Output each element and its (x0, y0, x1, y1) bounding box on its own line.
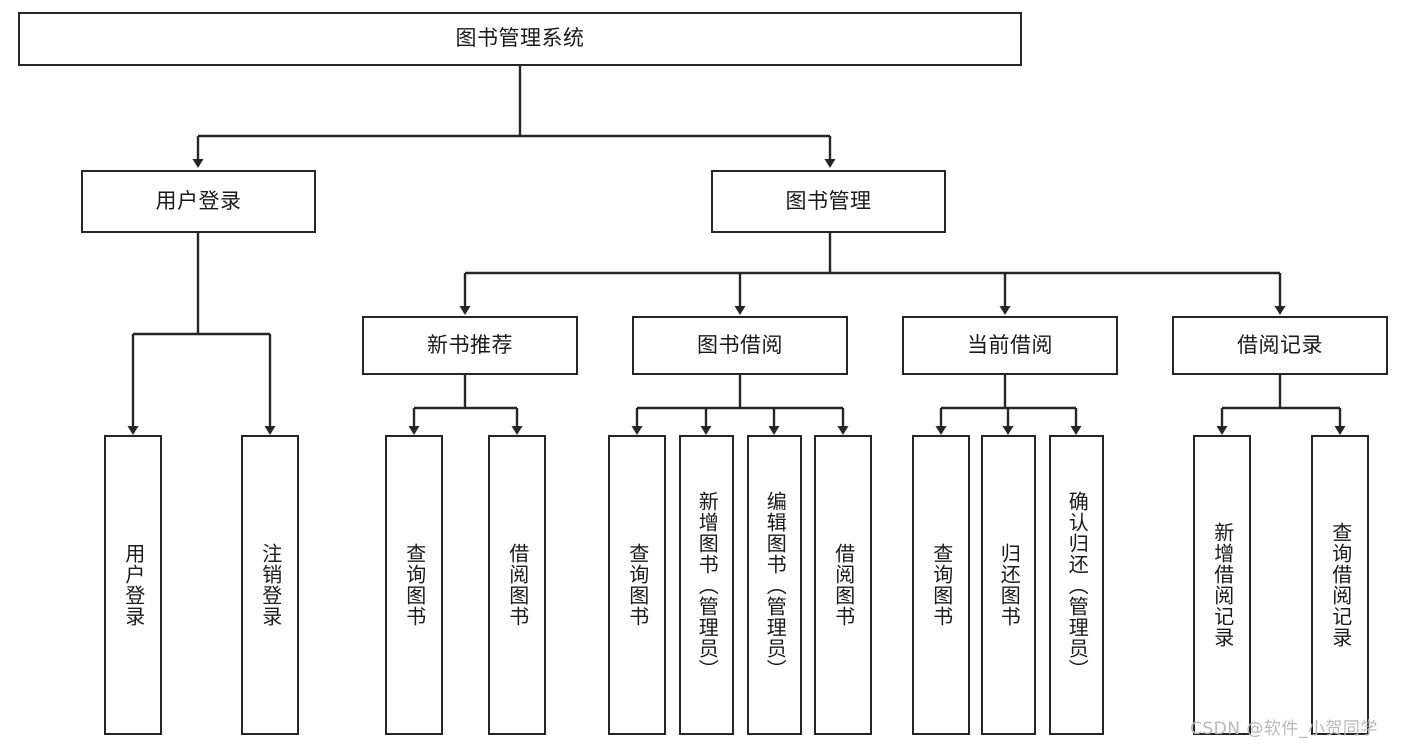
node-label: 图书管理系统 (455, 26, 585, 51)
leaf-add-borrow-record[interactable]: 新增借阅记录 (1193, 435, 1251, 735)
node-root-book-management-system[interactable]: 图书管理系统 (18, 12, 1022, 66)
node-current-borrow[interactable]: 当前借阅 (902, 316, 1118, 375)
node-label: 图书管理 (785, 188, 872, 213)
node-new-book-recommend[interactable]: 新书推荐 (362, 316, 578, 375)
leaf-query-book-new-recommend[interactable]: 查询图书 (385, 435, 443, 735)
node-label: 借阅记录 (1237, 332, 1323, 357)
leaf-user-login[interactable]: 用户登录 (104, 435, 162, 735)
node-label: 新增借阅记录 (1210, 522, 1235, 648)
node-borrow-record[interactable]: 借阅记录 (1172, 316, 1388, 375)
leaf-user-logout[interactable]: 注销登录 (241, 435, 299, 735)
node-label: 查询图书 (929, 543, 954, 627)
node-label: 用户登录 (155, 188, 242, 213)
leaf-borrow-book-new-recommend[interactable]: 借阅图书 (488, 435, 546, 735)
leaf-query-book-borrow[interactable]: 查询图书 (608, 435, 666, 735)
node-label: 确认归还（管理员） (1065, 490, 1090, 680)
node-label: 注销登录 (258, 543, 283, 627)
leaf-return-book[interactable]: 归还图书 (981, 435, 1036, 735)
leaf-query-book-current[interactable]: 查询图书 (912, 435, 970, 735)
leaf-borrow-book[interactable]: 借阅图书 (814, 435, 872, 735)
node-label: 借阅图书 (505, 543, 530, 627)
csdn-watermark: CSDN @软件_小贺同学 (1190, 719, 1378, 739)
node-label: 编辑图书（管理员） (763, 490, 788, 680)
leaf-query-borrow-record[interactable]: 查询借阅记录 (1311, 435, 1369, 735)
node-label: 借阅图书 (831, 543, 856, 627)
node-label: 查询借阅记录 (1328, 522, 1353, 648)
node-label: 用户登录 (121, 543, 146, 627)
node-book-manage[interactable]: 图书管理 (711, 170, 946, 233)
node-label: 新增图书（管理员） (695, 490, 720, 680)
node-label: 当前借阅 (967, 332, 1053, 357)
node-label: 查询图书 (402, 543, 427, 627)
leaf-edit-book-admin[interactable]: 编辑图书（管理员） (747, 435, 802, 735)
leaf-confirm-return-admin[interactable]: 确认归还（管理员） (1049, 435, 1104, 735)
leaf-add-book-admin[interactable]: 新增图书（管理员） (679, 435, 734, 735)
node-label: 新书推荐 (427, 332, 513, 357)
node-label: 图书借阅 (697, 332, 783, 357)
node-book-borrow[interactable]: 图书借阅 (632, 316, 848, 375)
node-user-login[interactable]: 用户登录 (81, 170, 316, 233)
node-label: 归还图书 (997, 543, 1022, 627)
node-label: 查询图书 (625, 543, 650, 627)
